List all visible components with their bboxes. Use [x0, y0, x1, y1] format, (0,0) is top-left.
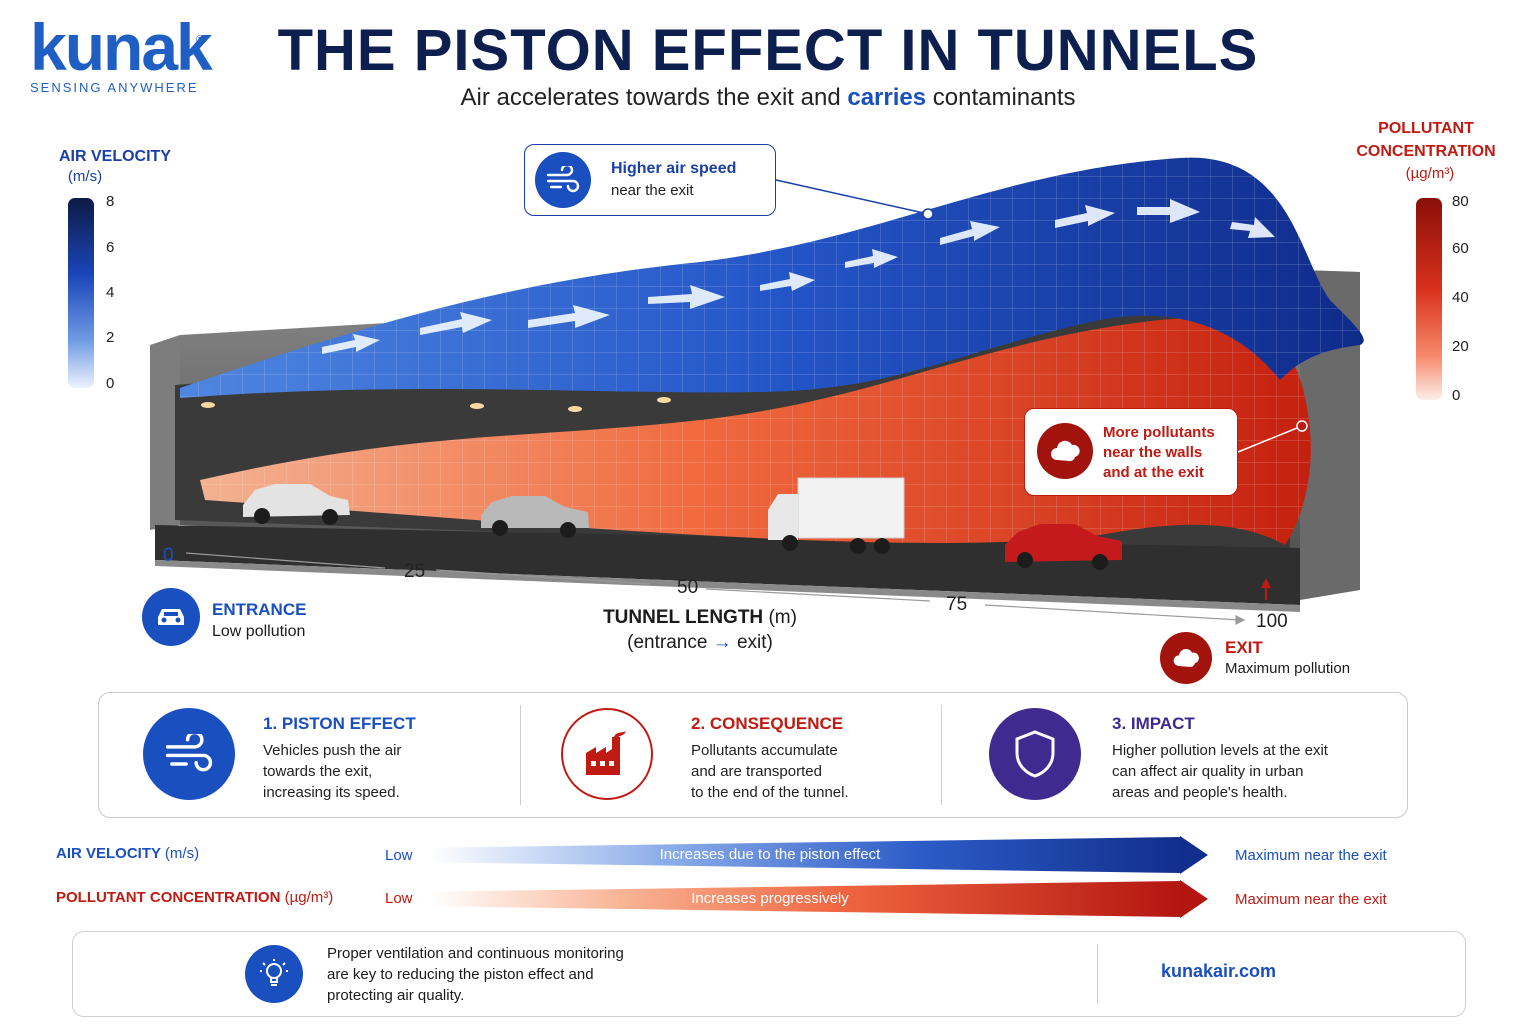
axis-subtitle: (entrance → exit) — [627, 632, 773, 653]
road-curb — [155, 560, 1300, 612]
axis-tick-0: 0 — [163, 545, 174, 566]
pollutant-callout-text: More pollutants near the walls and at th… — [1103, 424, 1215, 481]
axis-tick-75: 75 — [946, 594, 968, 615]
airflow-arrows — [322, 199, 1275, 354]
pollutant-gradient-bar: Increases progressively — [430, 880, 1210, 918]
vehicle-truck — [768, 477, 905, 554]
exit-text: Maximum pollution — [1225, 660, 1351, 677]
air-velocity-tick: 4 — [106, 284, 115, 301]
air-callout-anchor — [922, 208, 934, 220]
pollutant-tick: 80 — [1452, 193, 1469, 210]
vehicle-car-red — [1005, 524, 1122, 570]
entrance-title: ENTRANCE — [212, 600, 307, 619]
velocity-bar-label: AIR VELOCITY (m/s) — [56, 845, 200, 862]
tunnel-illustration — [150, 157, 1364, 625]
exit-title: EXIT — [1225, 638, 1263, 657]
wind-icon — [143, 708, 235, 800]
air-velocity-scale-title: AIR VELOCITY — [58, 148, 171, 165]
air-velocity-tick: 6 — [106, 239, 115, 256]
factory-icon — [561, 708, 653, 800]
pollutant-scale-title-line2: CONCENTRATION — [1356, 143, 1496, 160]
car-icon — [142, 588, 200, 646]
axis-tick-50: 50 — [677, 577, 699, 598]
pollutant-tick: 20 — [1452, 338, 1469, 355]
vehicle-car-white — [243, 484, 350, 525]
axis-direction-arrow: → — [712, 632, 732, 653]
pollutant-scale-unit: (µg/m³) — [1405, 165, 1455, 182]
axis-tick-100: 100 — [1256, 611, 1288, 632]
velocity-bar-low: Low — [385, 847, 413, 864]
pollutant-bar-label: POLLUTANT CONCENTRATION (µg/m³) — [56, 889, 334, 906]
lightbulb-icon — [245, 945, 303, 1003]
air-callout-line2: near the exit — [611, 182, 694, 199]
axis-title: TUNNEL LENGTH (m) — [603, 607, 797, 628]
air-callout-leader — [775, 179, 929, 215]
pollutant-bar-text: Increases progressively — [691, 890, 849, 907]
vehicle-car-silver — [481, 496, 589, 538]
step-3-title: 3. IMPACT — [1112, 714, 1195, 733]
panel-divider — [520, 705, 521, 805]
tunnel-length-axis — [185, 552, 1246, 625]
wind-icon — [535, 152, 591, 208]
pollutant-tick: 0 — [1452, 387, 1461, 404]
footer-text: Proper ventilation and continuous monito… — [327, 945, 624, 1004]
air-velocity-tick: 2 — [106, 329, 115, 346]
exit-marker-arrowhead — [1261, 578, 1271, 588]
entrance-text: Low pollution — [212, 623, 306, 640]
shield-icon — [989, 708, 1081, 800]
pollutant-callout: More pollutants near the walls and at th… — [1024, 408, 1238, 496]
velocity-gradient-bar: Increases due to the piston effect — [430, 836, 1210, 874]
axis-tick-25: 25 — [404, 561, 426, 582]
step-2-title: 2. CONSEQUENCE — [691, 714, 844, 733]
velocity-bar-max: Maximum near the exit — [1235, 847, 1387, 864]
page-title: THE PISTON EFFECT IN TUNNELS — [277, 18, 1259, 83]
pollutant-tick: 60 — [1452, 240, 1469, 257]
pollutant-bar-low: Low — [385, 890, 413, 907]
air-callout-line1: Higher air speed — [611, 160, 737, 177]
page-subtitle: Air accelerates towards the exit and car… — [460, 84, 1076, 111]
logo-registered-mark: ® — [196, 34, 205, 46]
air-velocity-tick: 8 — [106, 193, 115, 210]
footer-divider — [1097, 944, 1098, 1004]
pollutant-tick: 40 — [1452, 289, 1469, 306]
subtitle-emphasis: carries — [847, 84, 927, 111]
pollutant-bar-max: Maximum near the exit — [1235, 891, 1387, 908]
footer-url-link[interactable]: kunakair.com — [1161, 961, 1277, 981]
panel-divider — [941, 705, 942, 805]
smoke-cloud-icon — [1160, 632, 1212, 684]
footer-panel: Proper ventilation and continuous monito… — [72, 931, 1466, 1017]
logo-wordmark: kunak — [30, 10, 213, 84]
velocity-bar-text: Increases due to the piston effect — [659, 846, 881, 863]
pollutant-callout-leader — [1237, 425, 1303, 453]
smoke-cloud-icon — [1037, 423, 1093, 479]
air-velocity-scale-unit: (m/s) — [67, 168, 103, 185]
pollutant-scale-title-line1: POLLUTANT — [1378, 120, 1474, 137]
air-speed-callout: Higher air speed near the exit — [524, 144, 776, 216]
pollutant-callout-anchor — [1296, 420, 1308, 432]
logo-tagline: SENSING ANYWHERE — [30, 80, 199, 95]
air-velocity-tick: 0 — [106, 375, 115, 392]
step-1-title: 1. PISTON EFFECT — [263, 714, 416, 733]
air-velocity-color-scale — [68, 198, 94, 388]
pollutant-color-scale — [1416, 198, 1442, 400]
